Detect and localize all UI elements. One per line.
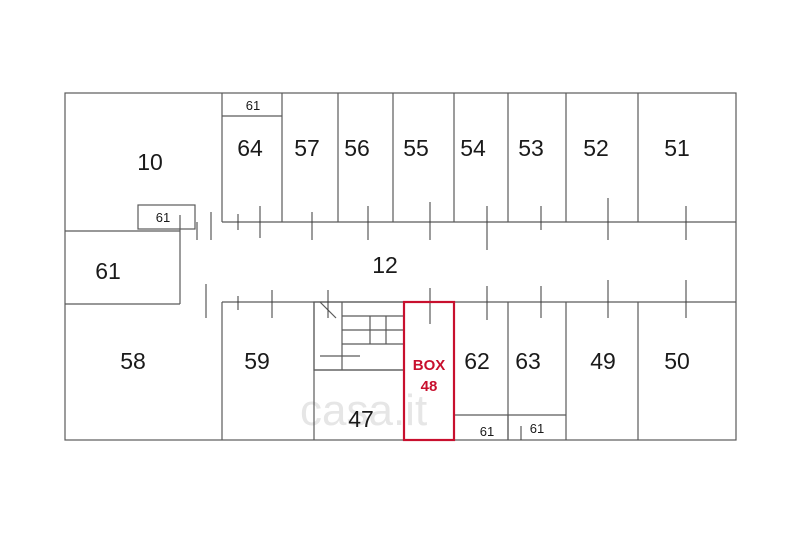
room-label-52: 52 bbox=[583, 135, 609, 161]
room-label-61-small-left: 61 bbox=[156, 210, 170, 225]
room-label-56: 56 bbox=[344, 135, 370, 161]
room-label-61-top: 61 bbox=[246, 98, 260, 113]
door-markers bbox=[196, 198, 687, 440]
watermark-text: casa.it bbox=[300, 386, 427, 435]
room-label-10: 10 bbox=[137, 149, 163, 175]
box-48-label-line1: BOX bbox=[413, 357, 446, 374]
room-label-54: 54 bbox=[460, 135, 486, 161]
corridor-walls bbox=[65, 215, 736, 305]
room-label-61-left: 61 bbox=[95, 258, 121, 284]
box-48-label-line2: 48 bbox=[421, 378, 438, 395]
box-48-highlight bbox=[402, 300, 456, 442]
room-label-51: 51 bbox=[664, 135, 690, 161]
building-outline bbox=[64, 92, 737, 441]
room-label-58: 58 bbox=[120, 348, 146, 374]
room-label-49: 49 bbox=[590, 348, 616, 374]
room-label-50: 50 bbox=[664, 348, 690, 374]
room-label-59: 59 bbox=[244, 348, 270, 374]
room-label-63: 63 bbox=[515, 348, 541, 374]
room-label-62: 62 bbox=[464, 348, 490, 374]
room-label-61-bottom-a: 61 bbox=[480, 424, 494, 439]
room-label-61-bottom-b: 61 bbox=[530, 421, 544, 436]
room-label-57: 57 bbox=[294, 135, 320, 161]
room-label-47: 47 bbox=[348, 406, 374, 432]
top-room-walls bbox=[221, 93, 639, 222]
room-label-12: 12 bbox=[372, 252, 398, 278]
room-label-55: 55 bbox=[403, 135, 429, 161]
room-label-53: 53 bbox=[518, 135, 544, 161]
room-label-64: 64 bbox=[237, 135, 263, 161]
room-61-small-box bbox=[137, 204, 196, 230]
